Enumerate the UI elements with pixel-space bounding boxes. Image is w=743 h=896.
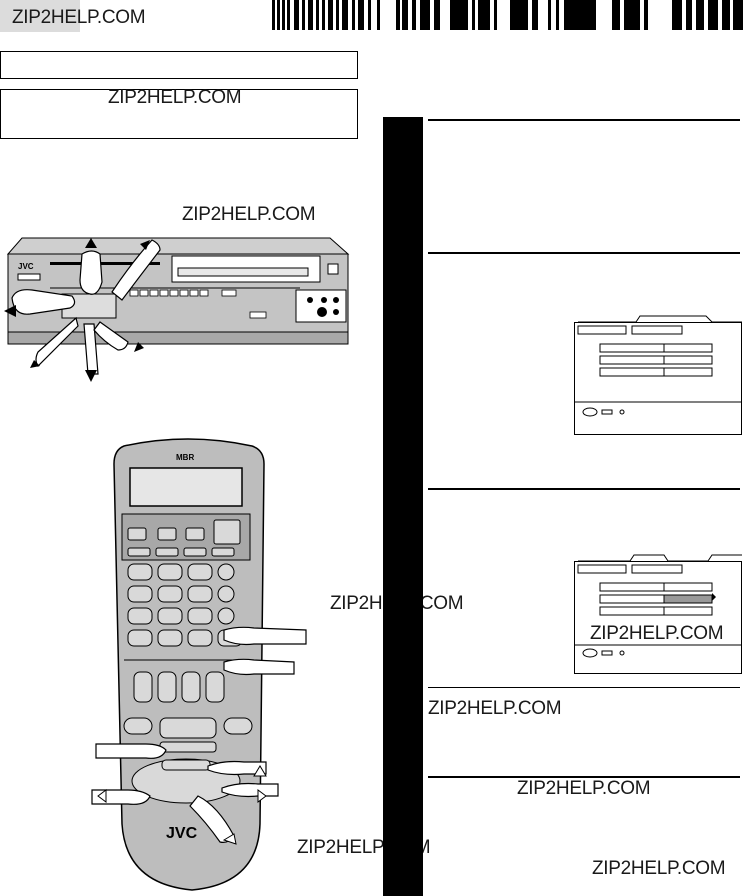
step-rule-3 <box>428 488 740 490</box>
remote-brand-logo: JVC <box>166 825 198 842</box>
arrow-down-icon <box>85 370 97 382</box>
title-box <box>0 51 358 79</box>
arrow-up-icon <box>253 765 267 777</box>
section-tab-bar <box>383 117 423 896</box>
step-rule-1 <box>428 119 740 121</box>
watermark-header: ZIP2HELP.COM <box>12 7 146 28</box>
header-gray-tab <box>0 0 80 32</box>
subtitle-box <box>0 89 358 139</box>
step-rule-5 <box>428 776 740 778</box>
watermark-vcr: ZIP2HELP.COM <box>182 204 316 225</box>
vcr-brand-logo: JVC <box>18 262 34 271</box>
onscreen-menu-2 <box>574 554 742 674</box>
watermark-menu-2: ZIP2HELP.COM <box>590 623 724 644</box>
arrow-right-icon <box>257 789 267 803</box>
watermark-right-c: ZIP2HELP.COM <box>592 858 726 879</box>
watermark-right-b: ZIP2HELP.COM <box>517 778 651 799</box>
header-barcode <box>272 0 743 30</box>
barcode-strip-icon <box>272 0 743 30</box>
step-rule-4 <box>428 687 740 688</box>
remote-control-illustration: MBR JVC <box>91 438 307 891</box>
arrow-left-icon <box>97 789 107 803</box>
arrow-down-icon <box>222 833 237 845</box>
arrow-left-icon <box>4 305 16 317</box>
watermark-right-a: ZIP2HELP.COM <box>428 698 562 719</box>
onscreen-menu-1 <box>574 315 742 435</box>
step-rule-2 <box>428 252 740 254</box>
remote-top-label: MBR <box>176 453 194 462</box>
watermark-box: ZIP2HELP.COM <box>108 87 242 108</box>
vcr-front-panel-illustration: JVC <box>4 237 350 382</box>
arrow-up-icon <box>85 238 97 248</box>
arrow-down-right-icon <box>134 342 144 352</box>
